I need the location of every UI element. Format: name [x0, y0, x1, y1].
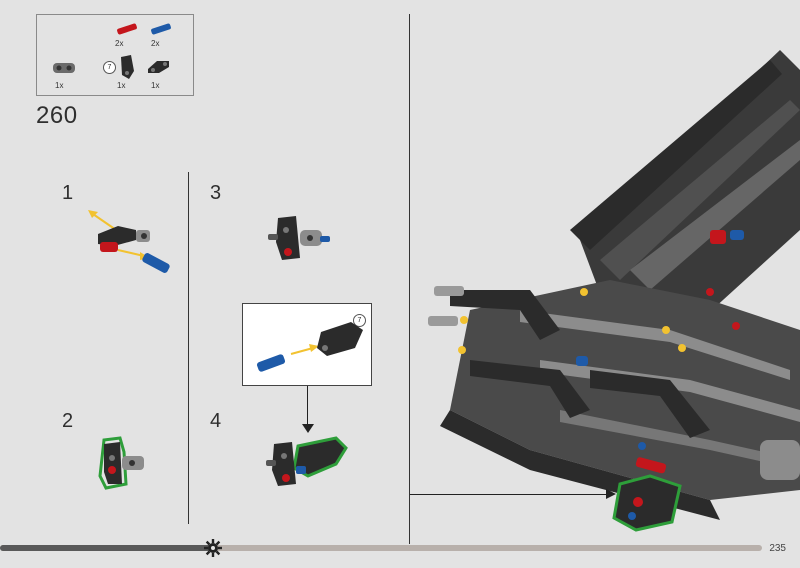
substep-divider: [188, 172, 189, 524]
size-badge: 7: [103, 61, 116, 74]
parts-list-box: 2x 2x 1x 7 1x 1x: [36, 14, 194, 96]
callout-pointer-line: [307, 386, 308, 426]
page-number: 235: [769, 543, 786, 554]
parts-qty-blue-pin: 2x: [151, 39, 160, 48]
black-connector-icon: [148, 61, 169, 73]
substep-1-label: 1: [62, 182, 74, 204]
parts-qty-gray-connector: 1x: [55, 81, 64, 90]
progress-track: [0, 545, 762, 551]
callout-pointer-arrow: [302, 424, 314, 433]
gray-connector-icon: [53, 63, 75, 73]
step-number: 260: [36, 102, 78, 129]
substep-3-illustration: [268, 216, 330, 260]
substep-2-label: 2: [62, 410, 74, 432]
callout-illustration: [256, 322, 363, 372]
red-axle-pin-icon: [117, 23, 137, 35]
substep-3-label: 3: [210, 182, 222, 204]
parts-qty-black-connector: 1x: [151, 81, 160, 90]
substep-1-illustration: [88, 210, 170, 273]
parts-qty-red-pin: 2x: [115, 39, 124, 48]
substep-4-label: 4: [210, 410, 222, 432]
callout-size-badge: 7: [353, 314, 366, 327]
substep-4-illustration: [266, 436, 348, 486]
main-model-illustration: [428, 50, 800, 532]
substep-2-illustration: [98, 436, 144, 490]
callout-box: 7: [242, 303, 372, 386]
progress-fill: [0, 545, 213, 551]
black-panel-icon: [121, 55, 134, 79]
blue-axle-pin-icon: [151, 23, 171, 35]
main-divider: [409, 14, 410, 544]
parts-qty-black-panel: 1x: [117, 81, 126, 90]
assembly-pointer-arrow: [606, 489, 616, 499]
assembly-pointer-line: [410, 494, 610, 495]
gear-icon: [204, 539, 222, 557]
